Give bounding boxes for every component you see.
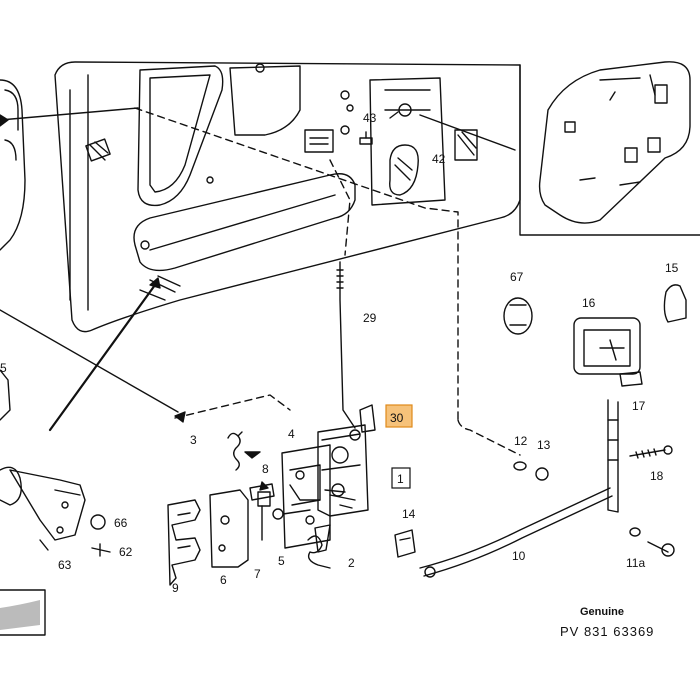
part-1-box bbox=[391, 467, 411, 489]
callout-4: 4 bbox=[288, 427, 295, 441]
callout-42: 42 bbox=[432, 152, 446, 166]
callout-30: 30 bbox=[390, 411, 404, 425]
callout-7: 7 bbox=[254, 567, 261, 581]
callout-2: 2 bbox=[348, 556, 355, 570]
callout-11a: 11a bbox=[626, 556, 645, 570]
left-inset-fill bbox=[0, 600, 40, 630]
door-inner-panel bbox=[54, 61, 521, 333]
callout-5-left: 5 bbox=[0, 361, 7, 375]
callout-62: 62 bbox=[119, 545, 133, 559]
callout-18: 18 bbox=[650, 469, 664, 483]
callout-29: 29 bbox=[363, 311, 377, 325]
callout-12: 12 bbox=[514, 434, 528, 448]
callout-6: 6 bbox=[220, 573, 227, 587]
callout-43: 43 bbox=[363, 111, 377, 125]
callout-63: 63 bbox=[58, 558, 72, 572]
part-code: PV 831 63369 bbox=[560, 624, 654, 639]
callout-15: 15 bbox=[665, 261, 679, 275]
callout-labels: 30 1 29 42 43 67 16 15 17 12 13 18 14 10… bbox=[0, 111, 679, 595]
lock-rod bbox=[336, 261, 356, 429]
dashed-leader-lines bbox=[134, 107, 521, 456]
left-inset-panel bbox=[0, 589, 46, 636]
callout-9: 9 bbox=[172, 581, 179, 595]
genuine-label: Genuine bbox=[580, 606, 624, 618]
callout-10: 10 bbox=[512, 549, 526, 563]
callout-5: 5 bbox=[278, 554, 285, 568]
callout-17: 17 bbox=[632, 399, 646, 413]
highlight-box bbox=[385, 404, 413, 428]
left-hinge-parts bbox=[0, 79, 111, 557]
callout-1: 1 bbox=[397, 472, 404, 486]
right-small-parts bbox=[503, 284, 687, 557]
door-lock-assembly bbox=[281, 404, 376, 553]
callout-67: 67 bbox=[510, 270, 524, 284]
arrow-heads bbox=[0, 114, 269, 491]
callout-13: 13 bbox=[537, 438, 551, 452]
inset-door-panel bbox=[519, 61, 700, 236]
callout-8: 8 bbox=[262, 462, 269, 476]
callout-3: 3 bbox=[190, 433, 197, 447]
callout-14: 14 bbox=[402, 507, 416, 521]
callout-66: 66 bbox=[114, 516, 128, 530]
connecting-rod bbox=[419, 487, 613, 578]
callout-16: 16 bbox=[582, 296, 596, 310]
lower-lock-parts bbox=[167, 431, 416, 586]
